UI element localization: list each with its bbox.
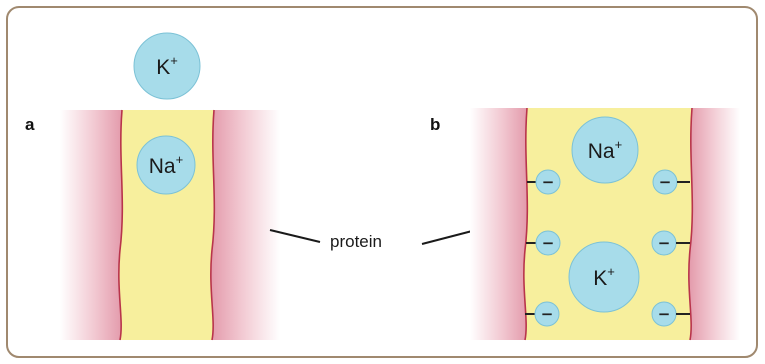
svg-text:−: −	[658, 234, 671, 252]
panel-label-b: b	[430, 115, 440, 134]
membrane-left-a	[60, 110, 122, 340]
svg-text:−: −	[542, 173, 555, 191]
svg-text:−: −	[541, 305, 554, 323]
svg-text:−: −	[659, 173, 672, 191]
svg-text:−: −	[542, 234, 555, 252]
protein-label: protein	[330, 232, 382, 251]
membrane-left-b	[470, 108, 527, 340]
svg-text:−: −	[658, 305, 671, 323]
panel-b: b Na+ K+ − − − − −	[430, 108, 740, 340]
membrane-right-a	[211, 110, 280, 340]
membrane-right-b	[689, 108, 740, 340]
panel-label-a: a	[25, 115, 35, 134]
